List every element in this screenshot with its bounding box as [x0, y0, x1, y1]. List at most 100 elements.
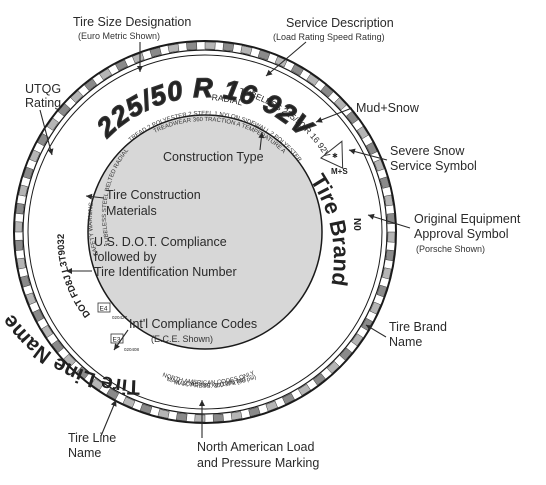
callout-service-description: Service Description	[286, 16, 394, 30]
tread-block	[257, 49, 271, 61]
arrowhead	[86, 193, 93, 200]
arrowhead	[368, 213, 375, 220]
tread-block	[14, 221, 23, 233]
tread-block	[297, 383, 311, 396]
callout-oe-sub: (Porsche Shown)	[416, 244, 485, 254]
tread-block	[265, 400, 279, 412]
arrowhead	[349, 148, 356, 155]
tread-block	[382, 267, 392, 280]
tread-block	[204, 41, 216, 50]
sidewall-outer-line	[27, 54, 383, 410]
tread-block	[20, 275, 31, 288]
callout-tire-line-1: Tire Line	[68, 431, 116, 445]
tread-block	[90, 378, 104, 391]
tread-block	[369, 301, 381, 315]
inner-construction-materials-2: Materials	[106, 204, 157, 218]
tread-block	[25, 292, 37, 306]
tread-block	[157, 409, 170, 419]
callout-tire-size-sub: (Euro Metric Shown)	[78, 31, 160, 41]
tread-block	[240, 45, 253, 55]
leader-arrowheads	[47, 66, 375, 407]
arrowhead	[47, 148, 54, 155]
tread-block	[387, 231, 396, 243]
arrowhead	[66, 268, 72, 274]
tread-block	[339, 347, 353, 361]
tread-block	[131, 52, 145, 64]
leader-oe	[367, 214, 411, 229]
leader-mud-snow	[315, 107, 353, 123]
ece-mark-e3: E3 020408	[110, 333, 140, 352]
tread-block	[22, 166, 34, 180]
callout-oe-1: Original Equipment	[414, 212, 521, 226]
tread-block	[70, 90, 84, 103]
arrowhead	[110, 400, 117, 407]
inner-intl-codes: Int'l Compliance Codes	[129, 317, 257, 331]
arrowhead	[366, 325, 373, 331]
tread-block	[167, 43, 180, 53]
tread-block	[366, 142, 378, 155]
tread-block	[32, 309, 44, 322]
inner-intl-sub: (E.C.E. Shown)	[151, 334, 213, 344]
tread-block	[230, 411, 243, 421]
svg-text:020408: 020408	[124, 347, 140, 352]
arrowhead	[258, 132, 265, 139]
tread-block	[46, 117, 59, 131]
callout-utqg-1: UTQG	[25, 82, 61, 96]
callout-na-2: and Pressure Marking	[197, 456, 319, 470]
callout-tire-line-2: Name	[68, 446, 101, 460]
tread-block	[290, 64, 304, 76]
tread-block	[320, 84, 334, 98]
inner-construction-type: Construction Type	[163, 150, 264, 164]
tread-block	[41, 324, 54, 338]
tread-block	[306, 73, 320, 86]
snowflake-symbol: ✱	[319, 140, 344, 169]
tread-block	[356, 126, 369, 140]
tread-block	[122, 396, 136, 408]
tread-ring-inner-edge	[22, 49, 388, 415]
tread-block	[186, 41, 198, 51]
tread-block	[15, 202, 25, 215]
tread-block	[385, 249, 395, 262]
inner-dot-3: Tire Identification Number	[94, 265, 237, 279]
callout-oe-2: Approval Symbol	[414, 227, 509, 241]
tread-block	[149, 47, 162, 58]
inner-dot-2: followed by	[94, 250, 157, 264]
callout-service-sub: (Load Rating Speed Rating)	[273, 32, 385, 42]
tread-block	[16, 257, 26, 270]
callout-utqg-2: Rating	[25, 96, 61, 110]
tread-block	[14, 239, 24, 251]
svg-text:✱: ✱	[332, 152, 338, 160]
tread-block	[361, 317, 373, 331]
tread-block	[351, 333, 364, 347]
tread-block	[379, 176, 390, 189]
tread-block	[37, 133, 49, 147]
wheel-center	[87, 114, 323, 350]
tread-block	[373, 158, 385, 172]
tread-block	[57, 103, 71, 117]
inner-dot-1: U.S. D.O.T. Compliance	[94, 235, 227, 249]
callout-severe-snow-1: Severe Snow	[390, 144, 465, 158]
tread-block	[194, 414, 206, 423]
tread-block	[63, 353, 76, 367]
svg-text:020427: 020427	[112, 315, 128, 320]
tread-block	[175, 412, 188, 422]
tread-block	[115, 59, 128, 71]
arrowhead	[114, 343, 120, 350]
tread-block	[139, 403, 153, 415]
arrowhead	[199, 400, 205, 406]
tread-block	[106, 388, 120, 400]
tread-blocks	[14, 41, 396, 423]
arrowhead	[316, 117, 323, 123]
callout-severe-snow-2: Service Symbol	[390, 159, 477, 173]
arrowhead	[137, 66, 143, 72]
arrowhead	[266, 69, 273, 76]
tread-block	[212, 413, 224, 423]
tread-block	[312, 373, 326, 386]
callout-na-1: North American Load	[197, 440, 314, 454]
tread-block	[376, 284, 388, 298]
callout-tire-brand-1: Tire Brand	[389, 320, 447, 334]
sidewall-ms: M+S	[331, 167, 348, 176]
ece-mark-e4: E4 020427	[97, 302, 128, 320]
